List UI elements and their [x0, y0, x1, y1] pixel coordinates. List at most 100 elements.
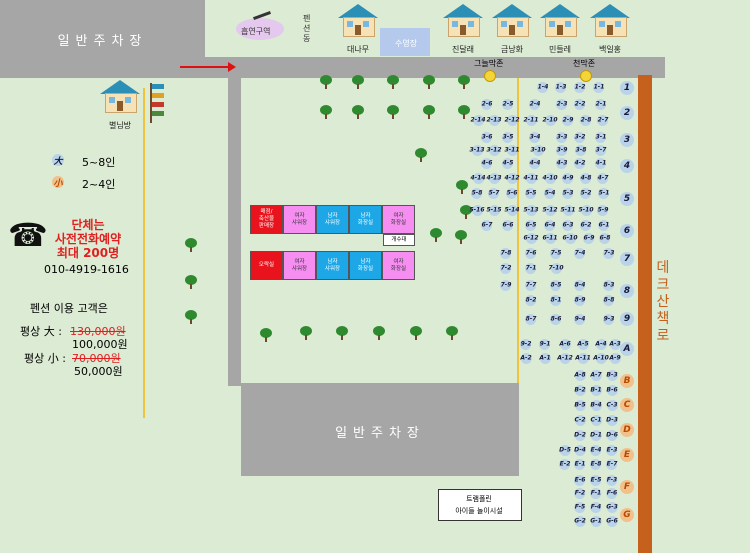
campsite-label[interactable]: B-3: [606, 369, 618, 381]
campsite-label[interactable]: 3-4: [529, 131, 541, 143]
campsite-label[interactable]: E-8: [590, 458, 602, 470]
campsite-label[interactable]: G-6: [606, 515, 618, 527]
campsite-label[interactable]: A-2: [520, 352, 532, 364]
campsite-label[interactable]: 4-7: [597, 172, 609, 184]
campsite-label[interactable]: 5-9: [597, 204, 609, 216]
campsite-label[interactable]: 2-11: [523, 114, 539, 126]
campsite-label[interactable]: 9-2: [520, 338, 532, 350]
campsite-label[interactable]: 2-2: [574, 98, 586, 110]
campsite-label[interactable]: 7-8: [500, 247, 512, 259]
campsite-label[interactable]: 9-3: [603, 313, 615, 325]
campsite-label[interactable]: 3-2: [574, 131, 586, 143]
campsite-label[interactable]: 5-7: [488, 187, 500, 199]
campsite-label[interactable]: E-2: [559, 458, 571, 470]
campsite-label[interactable]: A-9: [609, 352, 621, 364]
campsite-label[interactable]: 4-12: [504, 172, 520, 184]
campsite-label[interactable]: 2-7: [597, 114, 609, 126]
campsite-label[interactable]: 4-4: [529, 157, 541, 169]
campsite-label[interactable]: D-6: [606, 429, 618, 441]
campsite-label[interactable]: 1-3: [555, 81, 567, 93]
campsite-label[interactable]: G-1: [590, 515, 602, 527]
campsite-label[interactable]: E-1: [574, 458, 586, 470]
campsite-label[interactable]: 8-6: [550, 313, 562, 325]
campsite-label[interactable]: 3-11: [504, 144, 520, 156]
campsite-label[interactable]: 4-3: [556, 157, 568, 169]
campsite-label[interactable]: 4-13: [486, 172, 502, 184]
campsite-label[interactable]: C-3: [606, 399, 618, 411]
campsite-label[interactable]: F-6: [606, 487, 618, 499]
big-campsite-marker[interactable]: 9: [620, 312, 634, 326]
campsite-label[interactable]: 8-5: [550, 279, 562, 291]
campsite-label[interactable]: 5-2: [580, 187, 592, 199]
campsite-label[interactable]: B-5: [574, 399, 586, 411]
big-campsite-marker[interactable]: B: [620, 374, 634, 388]
campsite-label[interactable]: 6-3: [562, 219, 574, 231]
big-campsite-marker[interactable]: 7: [620, 252, 634, 266]
campsite-label[interactable]: 8-4: [574, 279, 586, 291]
big-campsite-marker[interactable]: E: [620, 448, 634, 462]
campsite-label[interactable]: 4-10: [542, 172, 558, 184]
campsite-label[interactable]: 6-10: [562, 232, 578, 244]
campsite-label[interactable]: G-3: [606, 501, 618, 513]
campsite-label[interactable]: 5-16: [469, 204, 485, 216]
campsite-label[interactable]: E-4: [590, 444, 602, 456]
campsite-label[interactable]: E-3: [606, 444, 618, 456]
campsite-label[interactable]: A-10: [593, 352, 609, 364]
campsite-label[interactable]: 5-14: [504, 204, 520, 216]
campsite-label[interactable]: 6-8: [599, 232, 611, 244]
campsite-label[interactable]: 1-4: [537, 81, 549, 93]
campsite-label[interactable]: 2-4: [529, 98, 541, 110]
campsite-label[interactable]: G-2: [574, 515, 586, 527]
campsite-label[interactable]: 3-1: [595, 131, 607, 143]
campsite-label[interactable]: 8-2: [525, 294, 537, 306]
campsite-label[interactable]: 4-1: [595, 157, 607, 169]
campsite-label[interactable]: B-4: [590, 399, 602, 411]
campsite-label[interactable]: A-8: [574, 369, 586, 381]
campsite-label[interactable]: 6-11: [542, 232, 558, 244]
campsite-label[interactable]: 6-4: [544, 219, 556, 231]
campsite-label[interactable]: 6-6: [502, 219, 514, 231]
campsite-label[interactable]: A-12: [557, 352, 573, 364]
campsite-label[interactable]: 4-14: [470, 172, 486, 184]
campsite-label[interactable]: F-3: [606, 474, 618, 486]
big-campsite-marker[interactable]: C: [620, 398, 634, 412]
campsite-label[interactable]: 2-12: [504, 114, 520, 126]
campsite-label[interactable]: 5-6: [506, 187, 518, 199]
campsite-label[interactable]: A-4: [595, 338, 607, 350]
big-campsite-marker[interactable]: A: [620, 342, 634, 356]
campsite-label[interactable]: 7-6: [525, 247, 537, 259]
campsite-label[interactable]: 2-14: [470, 114, 486, 126]
campsite-label[interactable]: F-2: [574, 487, 586, 499]
campsite-label[interactable]: C-1: [590, 414, 602, 426]
campsite-label[interactable]: 7-1: [525, 262, 537, 274]
campsite-label[interactable]: 7-5: [550, 247, 562, 259]
campsite-label[interactable]: 7-4: [574, 247, 586, 259]
campsite-label[interactable]: D-4: [574, 444, 586, 456]
campsite-label[interactable]: 7-3: [603, 247, 615, 259]
campsite-label[interactable]: 1-1: [593, 81, 605, 93]
big-campsite-marker[interactable]: 5: [620, 192, 634, 206]
campsite-label[interactable]: 6-7: [481, 219, 493, 231]
campsite-label[interactable]: 7-7: [525, 279, 537, 291]
campsite-label[interactable]: 2-9: [562, 114, 574, 126]
campsite-label[interactable]: 2-5: [502, 98, 514, 110]
campsite-label[interactable]: 5-4: [544, 187, 556, 199]
campsite-label[interactable]: F-1: [590, 487, 602, 499]
campsite-label[interactable]: B-1: [590, 384, 602, 396]
campsite-label[interactable]: 2-10: [542, 114, 558, 126]
big-campsite-marker[interactable]: 2: [620, 106, 634, 120]
campsite-label[interactable]: 6-2: [580, 219, 592, 231]
big-campsite-marker[interactable]: 3: [620, 133, 634, 147]
campsite-label[interactable]: 6-5: [525, 219, 537, 231]
campsite-label[interactable]: 5-12: [542, 204, 558, 216]
campsite-label[interactable]: 4-9: [562, 172, 574, 184]
campsite-label[interactable]: A-6: [559, 338, 571, 350]
campsite-label[interactable]: 5-11: [560, 204, 576, 216]
campsite-label[interactable]: A-5: [577, 338, 589, 350]
campsite-label[interactable]: 6-12: [523, 232, 539, 244]
big-campsite-marker[interactable]: 1: [620, 81, 634, 95]
campsite-label[interactable]: 4-11: [523, 172, 539, 184]
campsite-label[interactable]: E-7: [606, 458, 618, 470]
campsite-label[interactable]: 4-6: [481, 157, 493, 169]
campsite-label[interactable]: D-5: [559, 444, 571, 456]
